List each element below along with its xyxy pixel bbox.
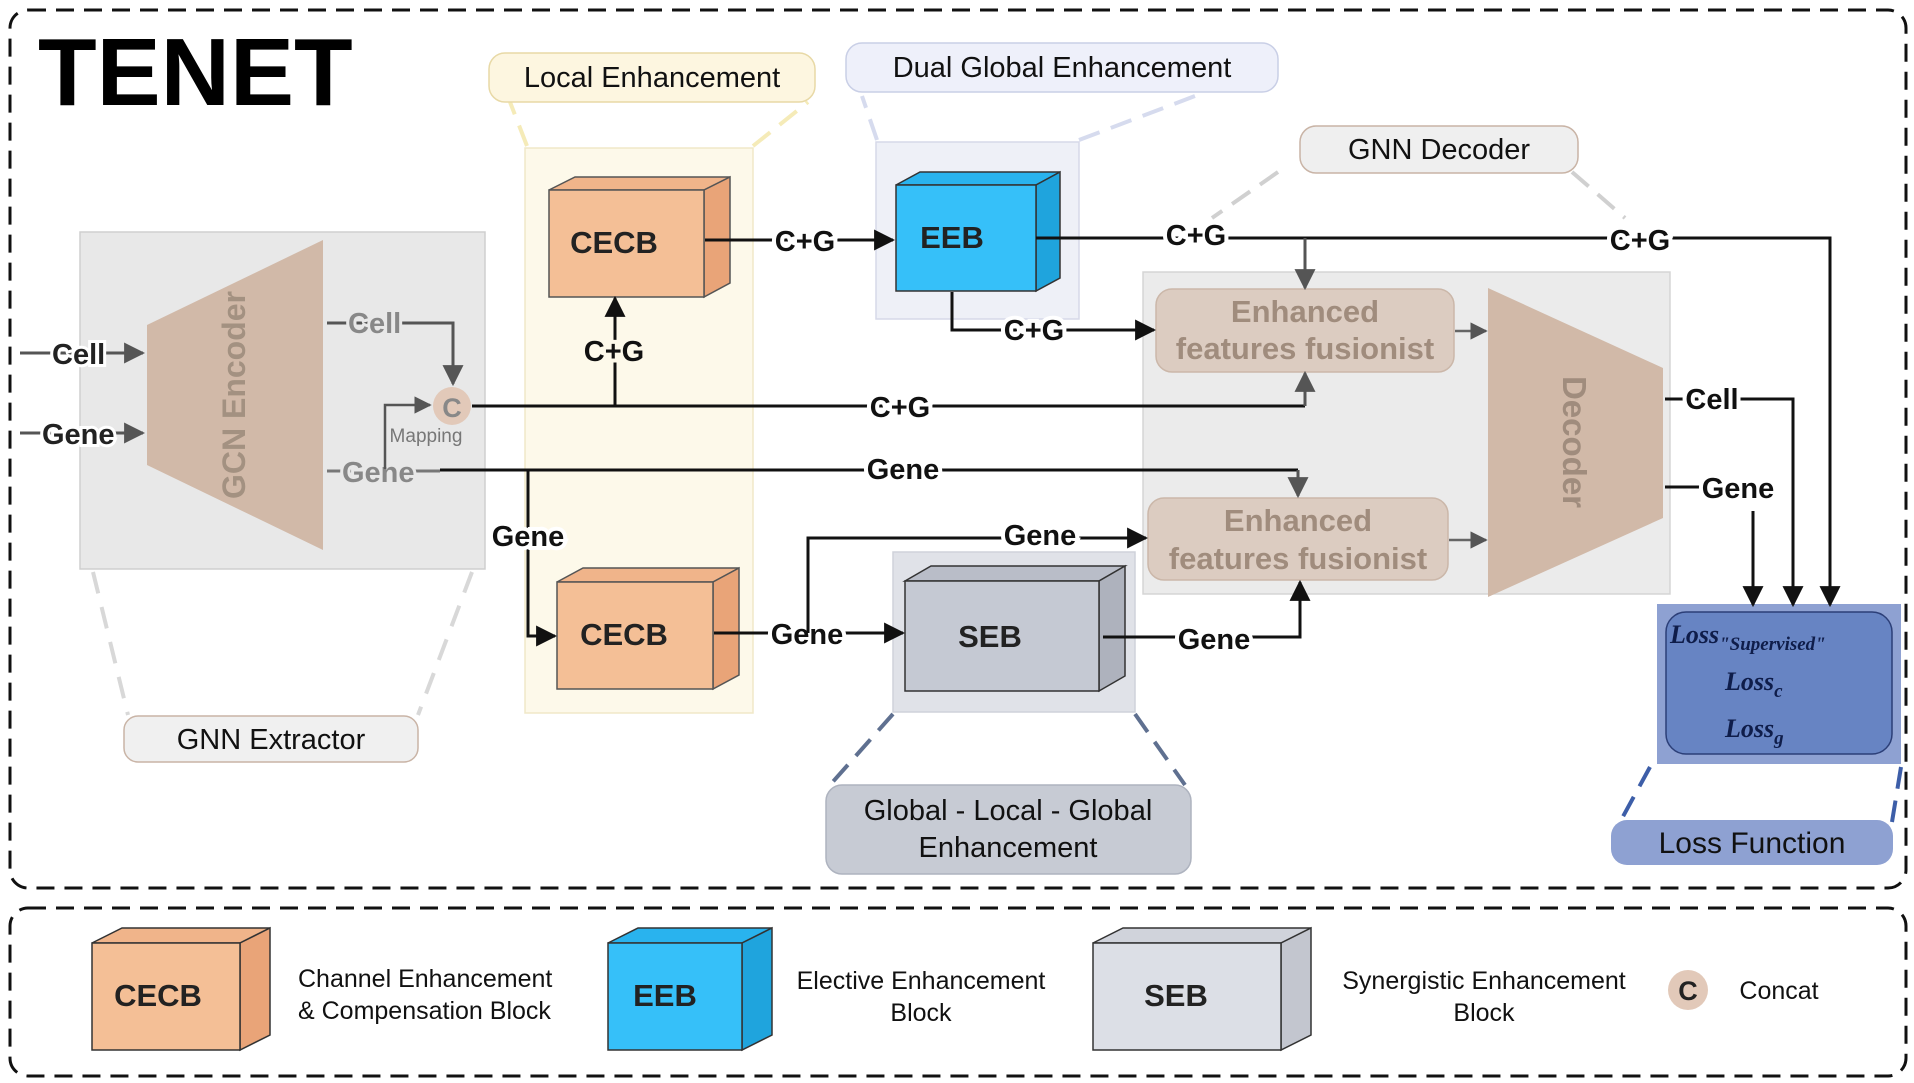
fusion-top-line1: Enhanced xyxy=(1231,294,1379,329)
dual-global-label: Dual Global Enhancement xyxy=(893,52,1232,84)
cecb-bottom-label: CECB xyxy=(580,617,668,652)
fusion-top-line2: features fusionist xyxy=(1176,331,1434,366)
cecb-top-label: CECB xyxy=(570,225,658,260)
fusion-bottom-line2: features fusionist xyxy=(1169,541,1427,576)
legend-eeb-box-label: EEB xyxy=(633,978,697,1013)
legend-concat-label: Concat xyxy=(1739,977,1818,1005)
concat-symbol: C xyxy=(442,393,462,423)
concat-node xyxy=(433,387,471,425)
legend-cecb-line2: & Compensation Block xyxy=(298,997,551,1025)
glg-tag xyxy=(825,784,1192,875)
encoder-out-gene-label: Gene xyxy=(342,457,415,489)
edge-eeb-decoder-label: C+G xyxy=(1166,220,1226,252)
cecb-top-block: CECB xyxy=(548,175,731,299)
main-frame xyxy=(8,8,1908,890)
edge-seb-fusion-label: Gene xyxy=(1178,624,1251,656)
legend-frame xyxy=(8,906,1908,1078)
diagram-title: TENET xyxy=(38,19,353,126)
encoder-out-cell-label: Cell xyxy=(348,308,401,340)
local-enhancement-tag xyxy=(488,52,816,103)
dual-global-tag xyxy=(845,42,1279,93)
input-gene-label: Gene xyxy=(42,419,115,451)
gnn-decoder-tag xyxy=(1299,125,1579,174)
decoder-out-gene-label: Gene xyxy=(1702,473,1775,505)
legend-cecb-line1: Channel Enhancement xyxy=(298,965,552,993)
loss-supervised: Loss"Supervised" xyxy=(1669,620,1826,655)
edge-eeb-fusion-label: C+G xyxy=(1004,315,1064,347)
edge-gene-long-label: Gene xyxy=(867,454,940,486)
edge-cecb-seb-label: Gene xyxy=(771,619,844,651)
eeb-block: EEB xyxy=(895,170,1061,293)
decoder-shape xyxy=(1488,288,1663,597)
loss-function-tag xyxy=(1611,820,1893,865)
mapping-label: Mapping xyxy=(390,426,463,447)
eeb-label: EEB xyxy=(920,220,984,255)
legend-eeb-swatch: EEB xyxy=(607,926,773,1052)
gcn-encoder-label: GCN Encoder xyxy=(216,291,252,499)
legend-cecb-box-label: CECB xyxy=(114,978,202,1013)
decoder-label: Decoder xyxy=(1556,376,1593,508)
edge-gene-fusion-label: Gene xyxy=(1004,520,1077,552)
legend-seb-box-label: SEB xyxy=(1144,978,1208,1013)
edge-concat-cecb-label: C+G xyxy=(584,336,644,368)
edge-concat-fusion-label: C+G xyxy=(870,392,930,424)
legend-concat-symbol-circle xyxy=(1668,970,1708,1010)
gnn-extractor-tag xyxy=(123,715,419,763)
glg-label-line2: Enhancement xyxy=(919,832,1098,864)
loss-box xyxy=(1665,611,1893,755)
gcn-encoder-shape xyxy=(147,240,323,550)
legend-concat-symbol: C xyxy=(1678,976,1698,1006)
fusion-bottom-line1: Enhanced xyxy=(1224,503,1372,538)
legend-seb-line1: Synergistic Enhancement xyxy=(1342,967,1626,995)
loss-gene: Lossg xyxy=(1724,714,1784,749)
legend-cecb-swatch: CECB xyxy=(91,926,271,1052)
decoder-out-cell-label: Cell xyxy=(1685,384,1738,416)
legend-eeb-line2: Block xyxy=(890,999,952,1027)
edge-eeb-loss-label: C+G xyxy=(1610,225,1670,257)
gnn-extractor-label: GNN Extractor xyxy=(177,724,366,756)
input-cell-label: Cell xyxy=(52,339,105,371)
loss-function-label: Loss Function xyxy=(1659,827,1846,860)
legend-eeb-line1: Elective Enhancement xyxy=(797,967,1046,995)
legend-seb-swatch: SEB xyxy=(1092,926,1312,1052)
gnn-decoder-label: GNN Decoder xyxy=(1348,134,1530,166)
local-enhancement-label: Local Enhancement xyxy=(524,62,780,94)
loss-cell: Lossc xyxy=(1724,667,1783,702)
edge-gene-down-label: Gene xyxy=(492,521,565,553)
edge-cecb-eeb-label: C+G xyxy=(775,226,835,258)
seb-block: SEB xyxy=(902,564,1128,693)
glg-label-line1: Global - Local - Global xyxy=(864,795,1153,827)
seb-label: SEB xyxy=(958,619,1022,654)
cecb-bottom-block: CECB xyxy=(556,566,740,691)
legend-seb-line2: Block xyxy=(1453,999,1515,1027)
